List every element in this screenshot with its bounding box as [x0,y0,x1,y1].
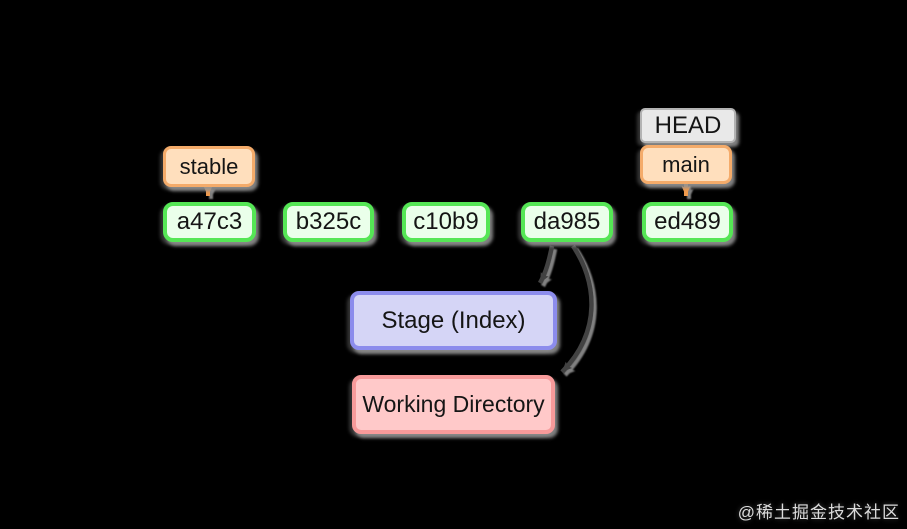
commit-id-label: b325c [295,208,362,235]
edge-da985-to-stage-arrow [538,245,555,285]
commit-id-label: a47c3 [176,208,243,235]
commit-node-ed489: ed489 [642,202,733,242]
branch-name: stable [179,153,239,179]
branch-label-main: main [640,145,732,184]
branch-name: main [662,151,710,177]
branch-label-stable: stable [163,146,255,187]
commit-node-b325c: b325c [283,202,374,242]
head-label: HEAD [640,108,736,143]
commit-node-c10b9: c10b9 [402,202,490,242]
head-name: HEAD [654,111,722,139]
stage-index-label: Stage (Index) [381,306,526,334]
commit-id-label: ed489 [654,208,721,235]
working-directory-label: Working Directory [362,391,545,417]
edge-da985-to-working-directory-arrow [560,244,594,374]
watermark: @稀土掘金技术社区 [737,503,900,522]
commit-node-a47c3: a47c3 [163,202,256,242]
working-directory-box: Working Directory [352,375,555,434]
commit-node-da985: da985 [521,202,613,242]
stage-index-box: Stage (Index) [350,291,557,350]
commit-id-label: da985 [533,208,601,235]
commit-id-label: c10b9 [413,208,479,235]
